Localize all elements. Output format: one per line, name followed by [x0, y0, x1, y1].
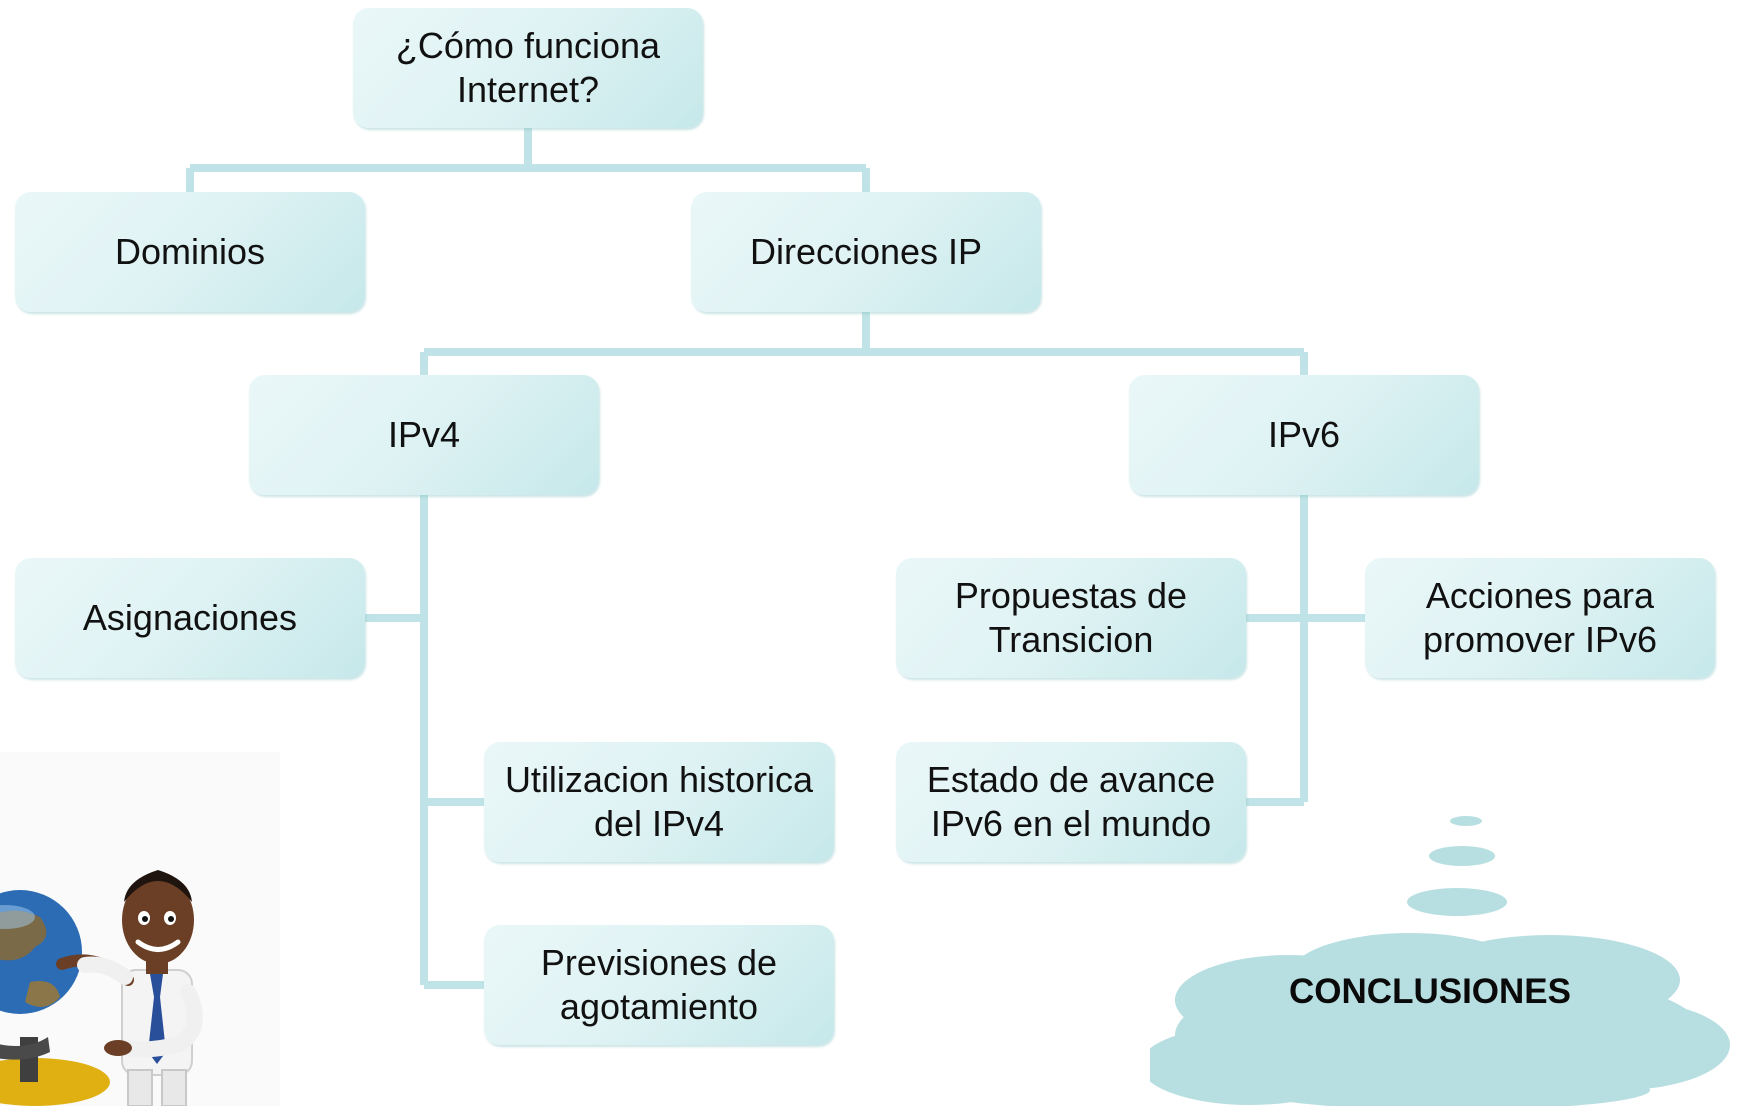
utilizacion-historica-node[interactable]: Utilizacion historica del IPv4 [484, 742, 834, 862]
direcciones-connector [420, 312, 1308, 375]
utilizacion-historica-label: Utilizacion historica del IPv4 [504, 759, 814, 844]
dominios-node[interactable]: Dominios [15, 192, 365, 312]
asignaciones-label: Asignaciones [82, 597, 298, 638]
man-with-globe-icon [0, 752, 280, 1106]
acciones-promover-node[interactable]: Acciones para promover IPv6 [1365, 558, 1715, 678]
ipv4-connector [365, 495, 484, 989]
estado-avance-node[interactable]: Estado de avance IPv6 en el mundo [896, 742, 1246, 862]
direcciones-ip-label: Direcciones IP [749, 231, 983, 272]
propuestas-transicion-label: Propuestas de Transicion [954, 575, 1188, 660]
root-connector [186, 128, 870, 192]
direcciones-ip-node[interactable]: Direcciones IP [691, 192, 1041, 312]
ipv6-label: IPv6 [1267, 414, 1341, 455]
asignaciones-node[interactable]: Asignaciones [15, 558, 365, 678]
ipv6-connector [1246, 495, 1365, 806]
conclusiones-label[interactable]: CONCLUSIONES [1289, 972, 1571, 1011]
root-label: ¿Cómo funciona Internet? [395, 25, 661, 110]
root-node[interactable]: ¿Cómo funciona Internet? [353, 8, 703, 128]
ipv6-node[interactable]: IPv6 [1129, 375, 1479, 495]
dominios-label: Dominios [114, 231, 266, 272]
estado-avance-label: Estado de avance IPv6 en el mundo [926, 759, 1216, 844]
previsiones-agotamiento-label: Previsiones de agotamiento [540, 942, 778, 1027]
previsiones-agotamiento-node[interactable]: Previsiones de agotamiento [484, 925, 834, 1045]
ipv4-node[interactable]: IPv4 [249, 375, 599, 495]
propuestas-transicion-node[interactable]: Propuestas de Transicion [896, 558, 1246, 678]
thought-cloud-icon[interactable] [1150, 810, 1739, 1106]
acciones-promover-label: Acciones para promover IPv6 [1422, 575, 1658, 660]
ipv4-label: IPv4 [387, 414, 461, 455]
